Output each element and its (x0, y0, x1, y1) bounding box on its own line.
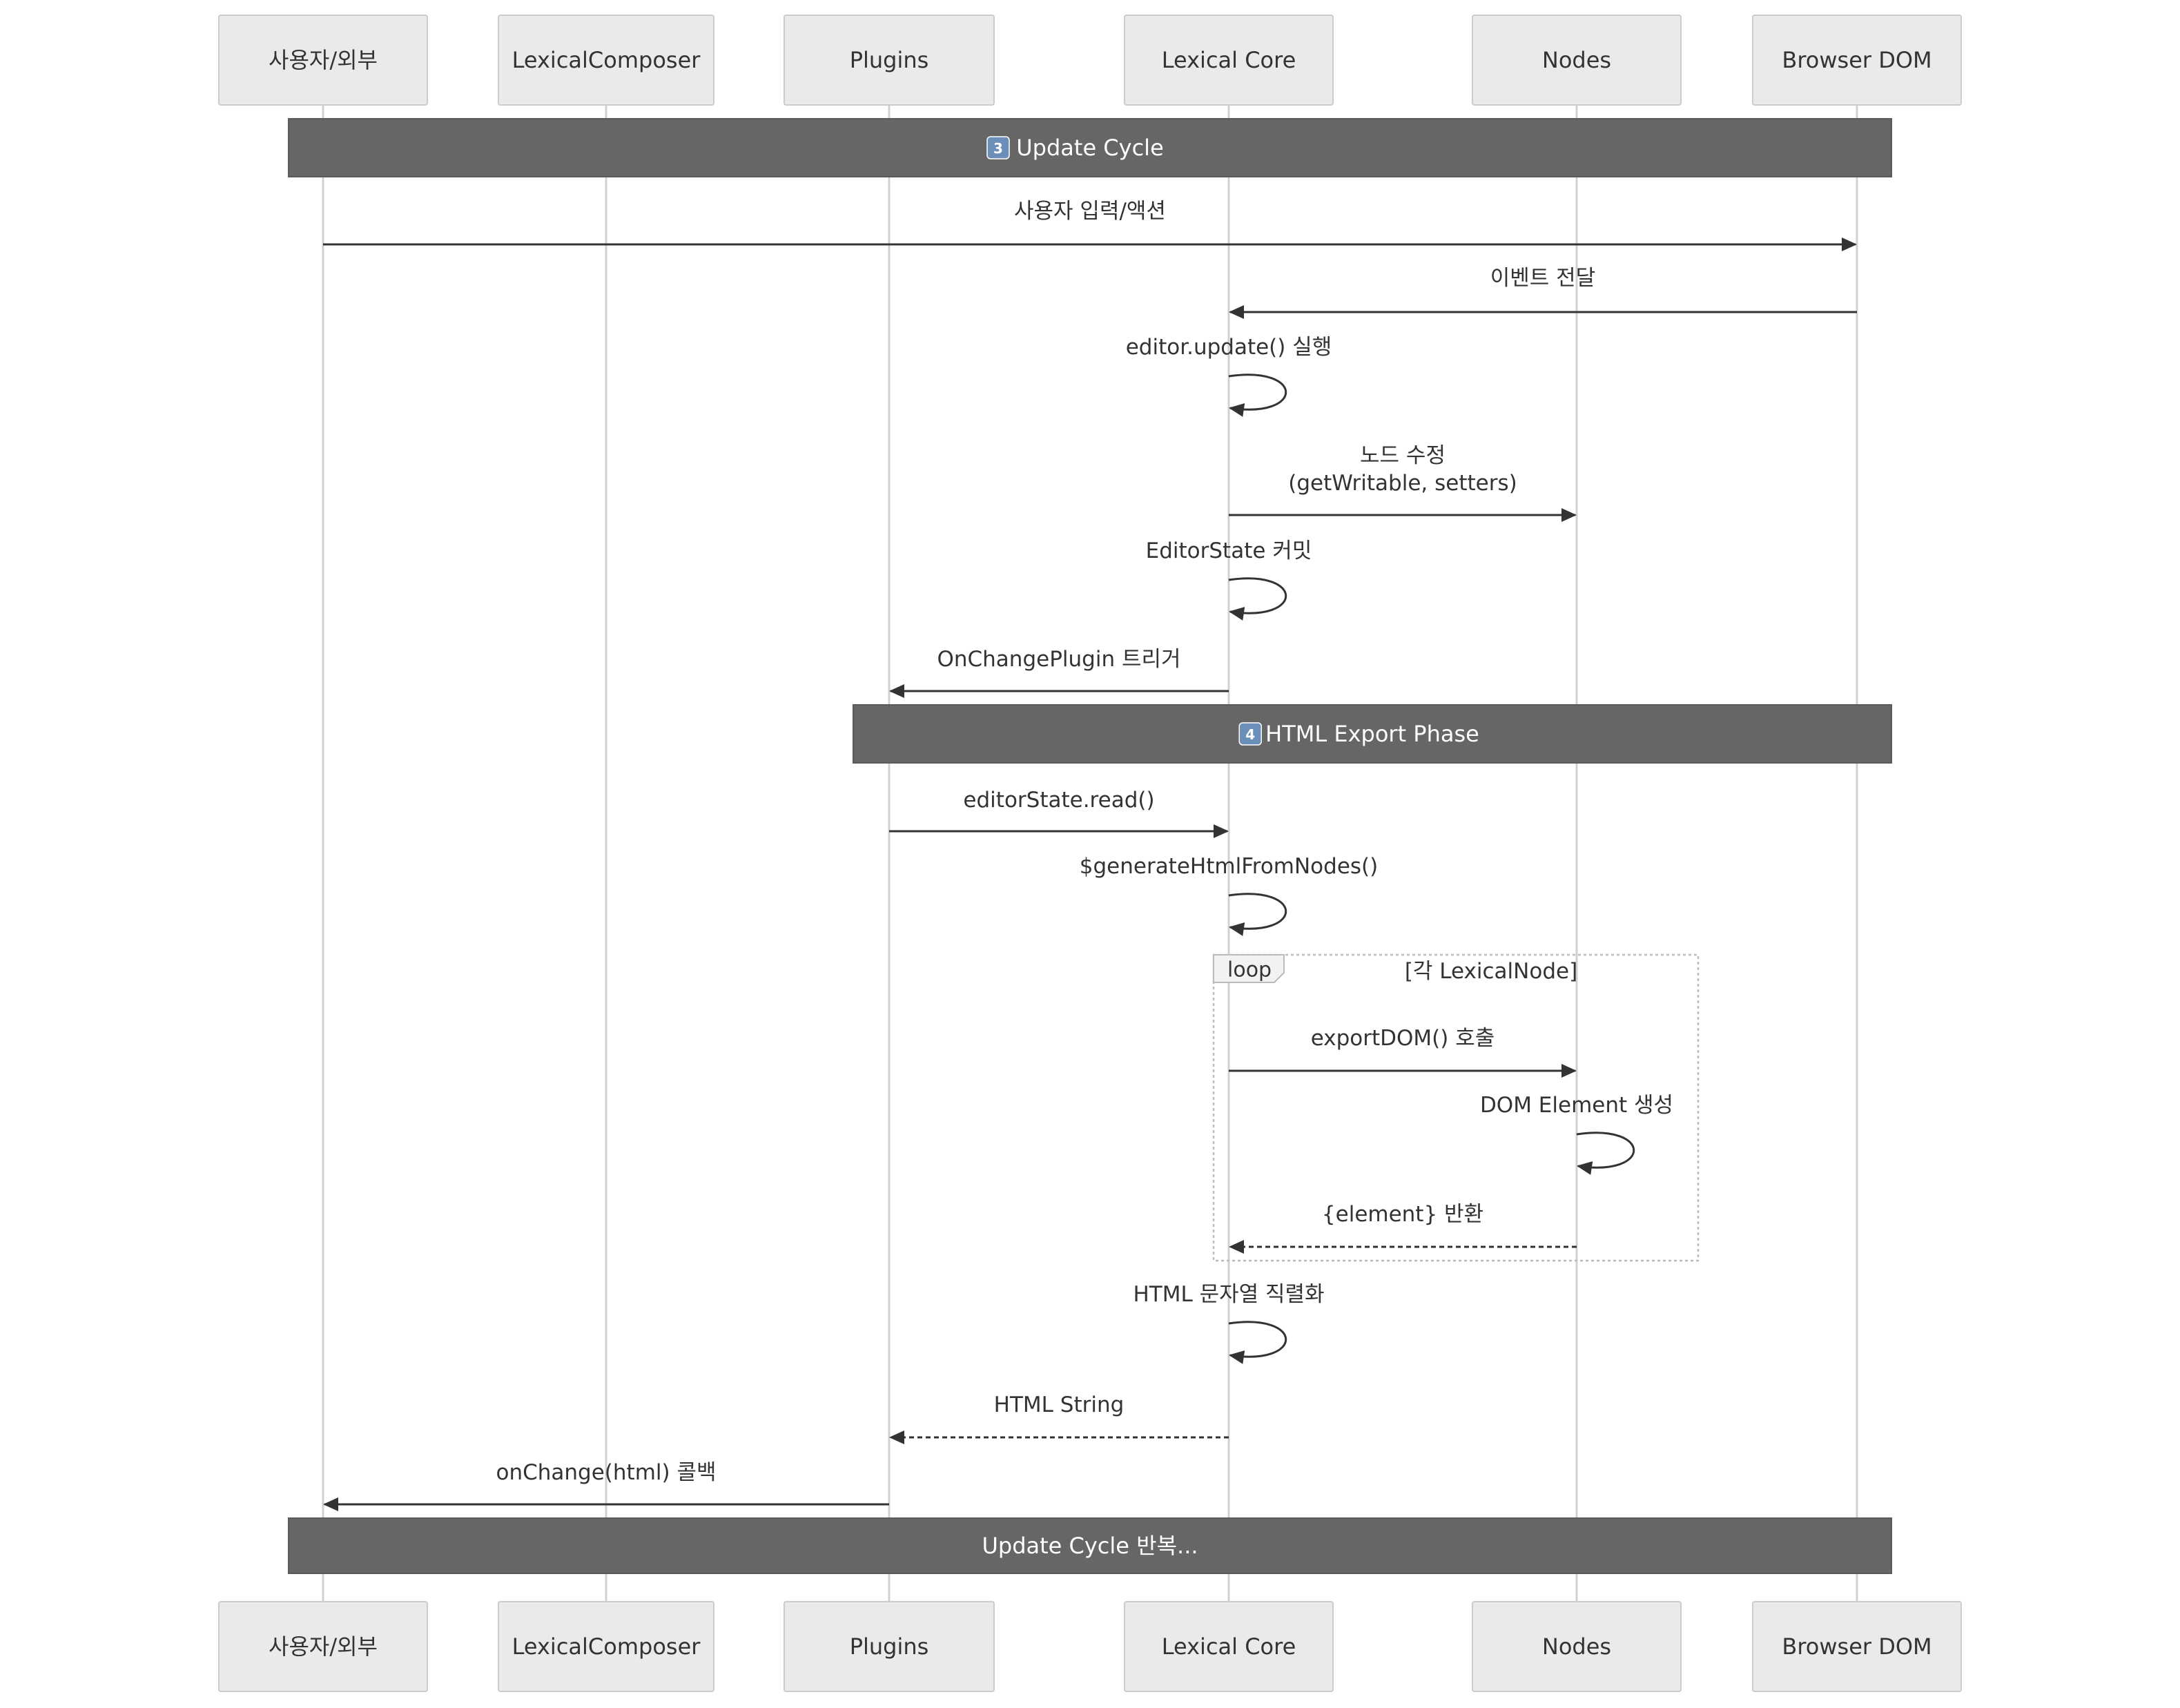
participant-label: Plugins (850, 1633, 929, 1660)
self-message-arrow (1228, 1321, 1287, 1364)
participant-box (218, 1601, 428, 1692)
participant-label: Plugins (850, 47, 929, 73)
self-message-arrow (1576, 1132, 1635, 1175)
message-label: HTML String (994, 1392, 1125, 1417)
note-label: Update Cycle (1016, 135, 1164, 161)
message-user-input: 사용자 입력/액션 (323, 199, 1857, 251)
participant-label: Lexical Core (1162, 47, 1296, 73)
message-editorstate-commit: EditorState 커밋 (1146, 538, 1312, 621)
message-label: 이벤트 전달 (1490, 266, 1595, 291)
message-label: exportDOM() 호출 (1311, 1026, 1495, 1051)
loop-label: loop (1227, 958, 1272, 982)
participant-box (1472, 1601, 1682, 1692)
participant-label: 사용자/외부 (269, 47, 378, 73)
participant-user-top: 사용자/외부 (218, 14, 428, 106)
loop-condition: [각 LexicalNode] (1405, 959, 1577, 984)
number-keycap-icon: 4 (1238, 722, 1262, 746)
participant-core-top: Lexical Core (1124, 14, 1334, 106)
participant-box (784, 14, 995, 106)
message-event-forward: 이벤트 전달 (1229, 266, 1857, 319)
participant-dom-top: Browser DOM (1752, 14, 1962, 106)
note-box (853, 704, 1892, 764)
participant-label: Lexical Core (1162, 1633, 1296, 1660)
participant-label: Browser DOM (1782, 47, 1931, 73)
note-number: 4 (1245, 726, 1255, 743)
message-label: HTML 문자열 직렬화 (1133, 1282, 1324, 1307)
message-label: {element} 반환 (1322, 1202, 1483, 1227)
participant-box (1472, 14, 1682, 106)
message-label: editor.update() 실행 (1126, 335, 1332, 360)
message-label: 사용자 입력/액션 (1014, 199, 1166, 224)
participant-composer-bottom: LexicalComposer (498, 1601, 714, 1692)
note-html-export-phase: HTML Export Phase 4 (853, 704, 1892, 764)
message-export-dom: exportDOM() 호출 (1229, 1026, 1577, 1078)
message-editorstate-read: editorState.read() (889, 788, 1229, 838)
participant-composer-top: LexicalComposer (498, 14, 714, 106)
note-number: 3 (993, 140, 1003, 157)
message-label: EditorState 커밋 (1146, 538, 1312, 563)
loop-frame: loop [각 LexicalNode] (1212, 953, 1700, 1262)
loop-border (1212, 953, 1700, 1262)
self-message-arrow (1228, 577, 1287, 621)
participant-dom-bottom: Browser DOM (1752, 1601, 1962, 1692)
number-keycap-icon: 3 (986, 136, 1010, 159)
participant-box (218, 14, 428, 106)
participant-box (784, 1601, 995, 1692)
message-html-string: HTML String (889, 1392, 1229, 1444)
message-dom-element-create: DOM Element 생성 (1480, 1093, 1673, 1175)
participant-label: Nodes (1542, 47, 1611, 73)
message-editor-update: editor.update() 실행 (1126, 335, 1332, 417)
participant-nodes-top: Nodes (1472, 14, 1682, 106)
participant-label: Nodes (1542, 1633, 1611, 1660)
participant-box (1752, 14, 1962, 106)
participant-user-bottom: 사용자/외부 (218, 1601, 428, 1692)
message-label: 노드 수정 (1360, 443, 1446, 468)
message-onchangeplugin-trigger: OnChangePlugin 트리거 (889, 647, 1229, 698)
participant-box (1124, 14, 1334, 106)
message-onchange-callback: onChange(html) 콜백 (323, 1460, 889, 1511)
participant-nodes-bottom: Nodes (1472, 1601, 1682, 1692)
participant-box (498, 14, 714, 106)
note-label: HTML Export Phase (1265, 721, 1479, 747)
note-box (288, 1517, 1892, 1574)
message-label: onChange(html) 콜백 (496, 1460, 717, 1485)
note-box (288, 118, 1892, 177)
participant-label: LexicalComposer (512, 47, 701, 73)
self-message-arrow (1228, 373, 1287, 417)
message-label: OnChangePlugin 트리거 (937, 647, 1180, 672)
participant-plugins-top: Plugins (784, 14, 995, 106)
participant-label: LexicalComposer (512, 1633, 701, 1660)
participant-core-bottom: Lexical Core (1124, 1601, 1334, 1692)
message-label: (getWritable, setters) (1288, 471, 1517, 496)
message-html-serialize: HTML 문자열 직렬화 (1133, 1282, 1325, 1364)
self-message-arrow (1228, 893, 1287, 936)
loop-tag (1213, 954, 1285, 983)
participant-plugins-bottom: Plugins (784, 1601, 995, 1692)
note-update-cycle: Update Cycle 3 (288, 118, 1892, 177)
message-label: editorState.read() (963, 788, 1154, 813)
message-label: DOM Element 생성 (1480, 1093, 1673, 1118)
participant-label: Browser DOM (1782, 1633, 1931, 1660)
note-label: Update Cycle 반복... (982, 1533, 1198, 1559)
participant-label: 사용자/외부 (269, 1633, 378, 1660)
message-generate-html: $generateHtmlFromNodes() (1080, 854, 1379, 936)
message-label: $generateHtmlFromNodes() (1080, 854, 1379, 879)
participant-box (1124, 1601, 1334, 1692)
participant-box (498, 1601, 714, 1692)
note-update-cycle-repeat: Update Cycle 반복... (288, 1517, 1892, 1574)
message-node-modify: 노드 수정 (getWritable, setters) (1229, 443, 1577, 522)
message-element-return: {element} 반환 (1229, 1202, 1577, 1254)
participant-box (1752, 1601, 1962, 1692)
